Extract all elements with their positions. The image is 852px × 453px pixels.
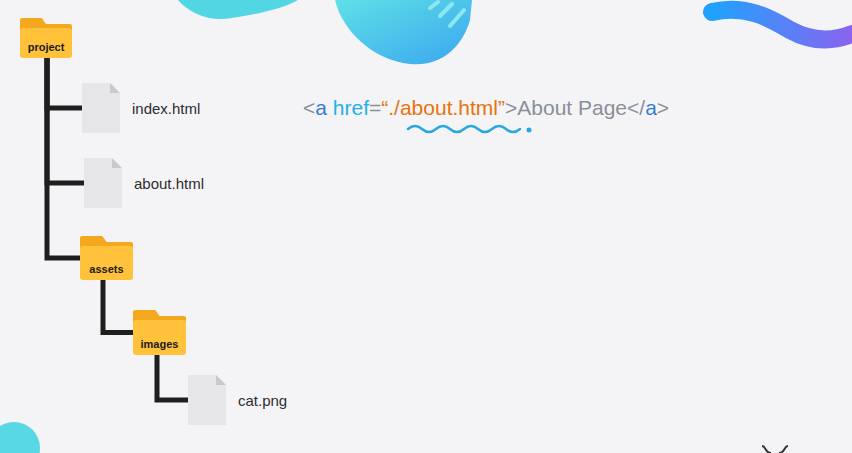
code-token: a — [645, 96, 657, 120]
file-name: about.html — [134, 175, 204, 192]
blob — [0, 422, 40, 453]
folder-node: assets — [80, 236, 133, 280]
wave — [712, 10, 852, 40]
tree-connector — [47, 58, 84, 183]
file-sheet — [84, 158, 122, 208]
blob — [335, 0, 472, 64]
folder-name: project — [28, 42, 65, 53]
tree-connector — [47, 58, 82, 108]
folder-name: assets — [89, 264, 123, 275]
file-name: cat.png — [238, 392, 287, 409]
code-token: >About Page</ — [505, 96, 645, 120]
folder-node: project — [20, 18, 72, 58]
file-node: cat.png — [188, 375, 287, 425]
tree-connector — [103, 280, 133, 333]
code-snippet: <ahref=“./about.html”>About Page</a> — [303, 96, 669, 120]
folder-name: images — [141, 339, 179, 350]
file-node: index.html — [82, 83, 200, 133]
file-corner — [110, 83, 120, 93]
brace-icon — [762, 446, 788, 453]
squiggle-dot — [527, 128, 532, 133]
file-node: about.html — [84, 158, 204, 208]
file-icon — [82, 83, 120, 133]
code-token: a — [315, 96, 327, 120]
file-icon — [188, 375, 226, 425]
file-name: index.html — [132, 100, 200, 117]
tree-connector — [157, 355, 188, 400]
file-sheet — [82, 83, 120, 133]
code-token: = — [369, 96, 381, 120]
folder-node: images — [133, 310, 186, 355]
code-token: < — [303, 96, 315, 120]
code-token: href — [333, 96, 369, 120]
squiggle-underline — [408, 126, 520, 132]
file-corner — [112, 158, 122, 168]
tree-connector — [47, 58, 80, 258]
folder-front — [80, 246, 133, 280]
folder-front — [133, 320, 186, 355]
code-token: > — [657, 96, 669, 120]
file-sheet — [188, 375, 226, 425]
file-corner — [216, 375, 226, 385]
code-token: “./about.html” — [381, 96, 505, 120]
folder-front — [20, 28, 72, 58]
blob-stripes — [430, 2, 464, 26]
blob — [178, 0, 298, 19]
file-icon — [84, 158, 122, 208]
